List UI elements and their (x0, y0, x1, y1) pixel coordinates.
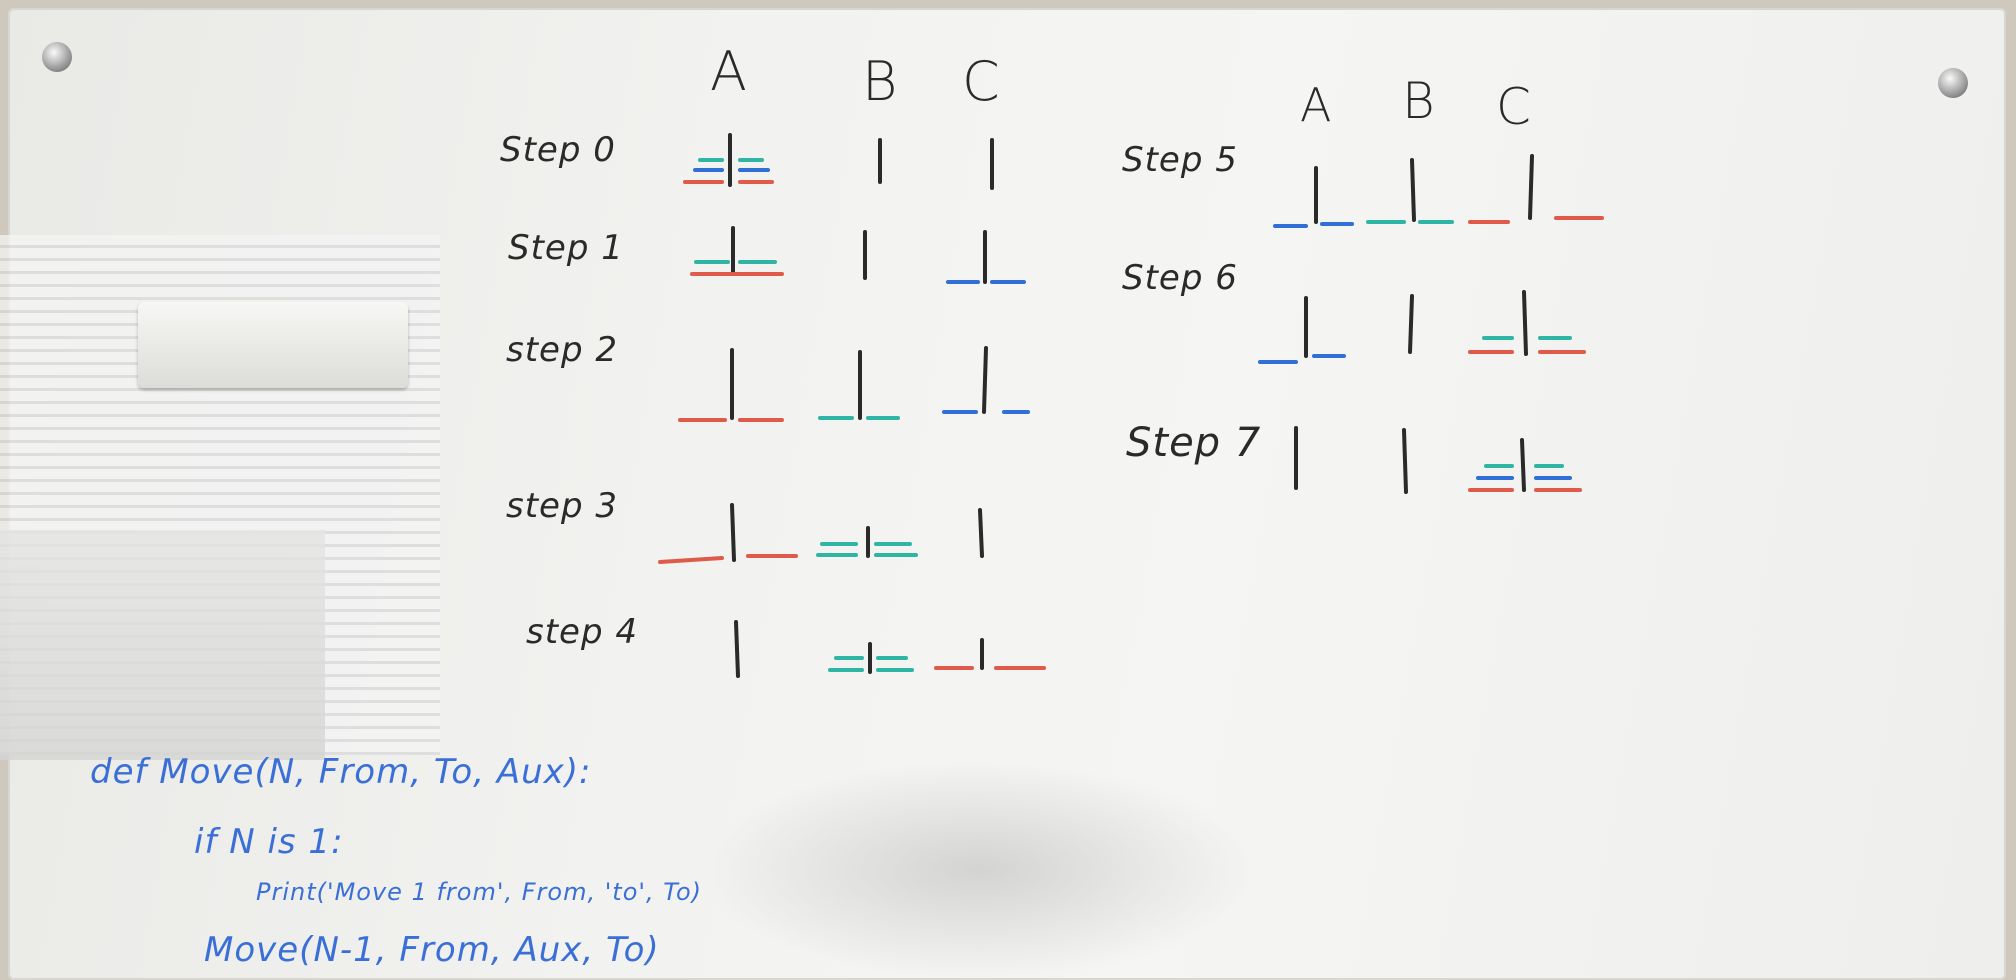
shadow-reflection (700, 760, 1260, 980)
code-line: Move(N-1, From, Aux, To) (204, 930, 660, 970)
step-label: step 3 (506, 486, 618, 526)
code-line: Print('Move 1 from', From, 'to', To) (256, 878, 702, 906)
reflection-shelf (0, 530, 325, 760)
column-label-a: A (710, 40, 748, 103)
air-conditioner (138, 302, 408, 388)
code-line: if N is 1: (194, 822, 344, 862)
column-label-a: A (1300, 78, 1333, 132)
column-label-c: C (962, 50, 1001, 113)
step-label: Step 7 (1126, 420, 1262, 466)
step-label: Step 1 (508, 228, 624, 268)
step-label: step 2 (506, 330, 618, 370)
step-label: Step 5 (1122, 140, 1238, 180)
step-label: Step 0 (500, 130, 616, 170)
screw-icon (1938, 68, 1968, 98)
column-label-b: B (862, 50, 899, 113)
screw-icon (42, 42, 72, 72)
code-line: def Move(N, From, To, Aux): (90, 752, 592, 792)
column-label-b: B (1402, 72, 1436, 130)
column-label-c: C (1496, 78, 1532, 136)
step-label: step 4 (526, 612, 638, 652)
step-label: Step 6 (1122, 258, 1238, 298)
